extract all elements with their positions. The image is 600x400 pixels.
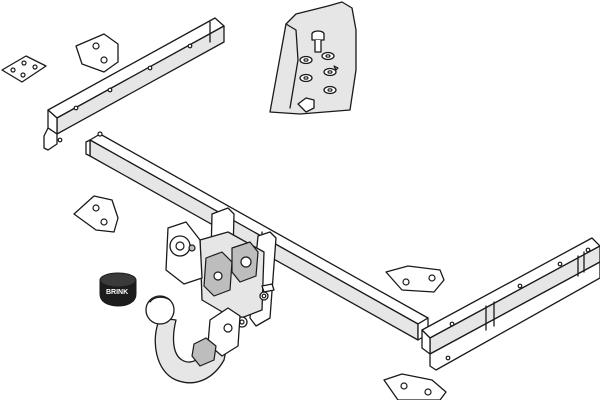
- side-rail-left: [43, 17, 225, 151]
- bracket-plate-right: [385, 265, 445, 293]
- square-mounting-plate: [1, 55, 47, 83]
- bracket-plate-mid-left: [73, 195, 119, 233]
- main-cross-beam: [85, 131, 429, 341]
- bracket-plate-bottom: [383, 373, 447, 400]
- bracket-plate-upper-left: [75, 33, 119, 73]
- bolt-icon: [297, 85, 337, 113]
- hitch-mount-bracket: [165, 207, 277, 328]
- bolt-icon: [311, 30, 325, 53]
- washer-icon: [299, 51, 335, 65]
- fastener-kit-bag: [269, 1, 357, 115]
- nut-icon: [299, 67, 337, 83]
- brand-label: BRINK: [106, 289, 128, 296]
- detachable-tow-ball: [145, 295, 241, 384]
- electrical-socket-cap: BRINK: [99, 272, 137, 307]
- side-rail-right: [421, 237, 600, 371]
